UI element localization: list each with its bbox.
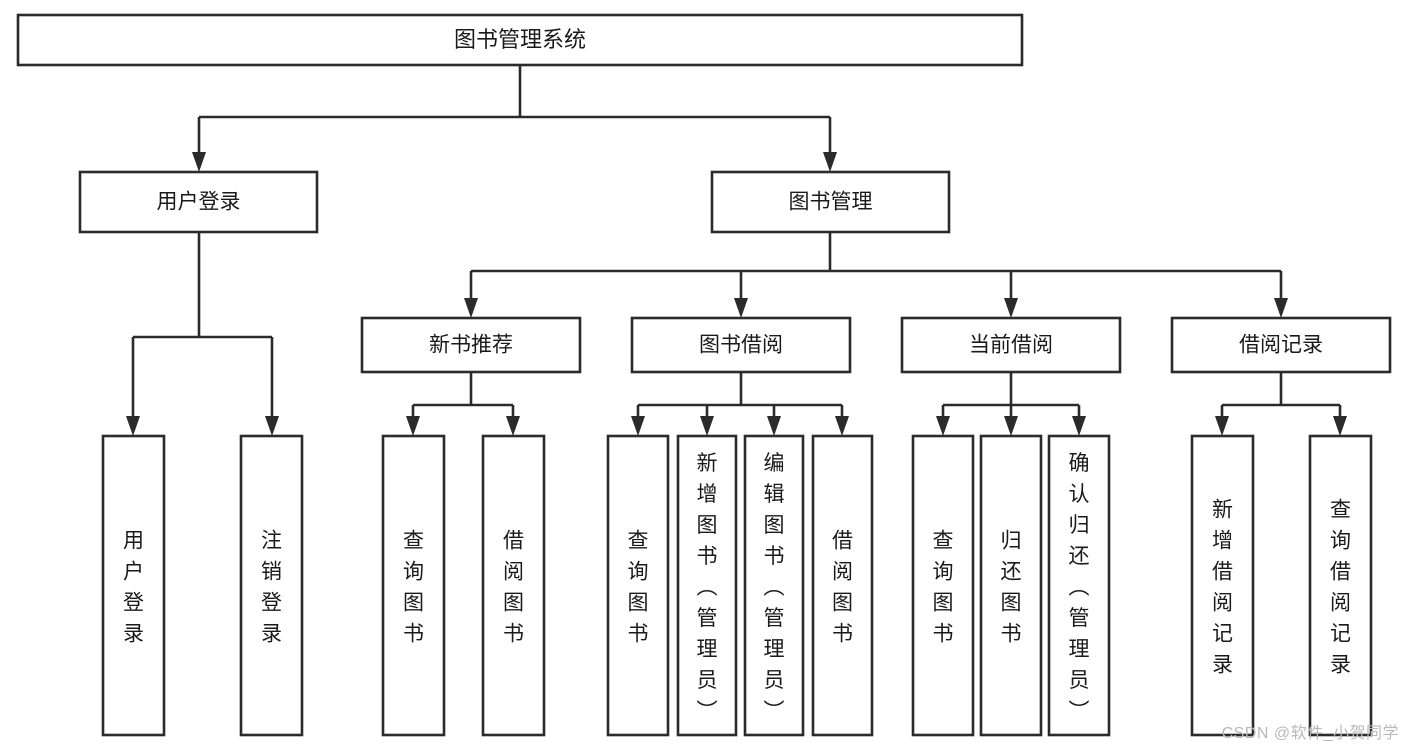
node-leaf_8[interactable]: 查询图书	[911, 434, 975, 737]
node-box[interactable]	[606, 434, 670, 737]
node-box[interactable]	[979, 434, 1043, 737]
node-leaf_4[interactable]: 查询图书	[606, 434, 670, 737]
node-layer: 图书管理系统用户登录图书管理新书推荐图书借阅当前借阅借阅记录用户登录注销登录查询…	[16, 13, 1392, 737]
node-box[interactable]	[900, 316, 1122, 374]
arrow-head-icon	[1215, 416, 1229, 436]
connector-group-borrow-record-to-leaves	[1215, 372, 1347, 436]
node-label: 新增图书︵管理员︶	[697, 452, 718, 723]
node-box[interactable]	[1190, 434, 1255, 737]
node-box[interactable]	[239, 434, 304, 737]
arrow-head-icon	[126, 416, 140, 436]
arrow-head-icon	[631, 416, 645, 436]
arrow-head-icon	[835, 416, 849, 436]
csdn-watermark: CSDN @软件_小贺同学	[1221, 725, 1399, 742]
connector-group-root-to-level1	[192, 65, 837, 172]
node-label: 借阅记录	[1239, 334, 1323, 357]
node-label: 查询借阅记录	[1330, 499, 1351, 677]
node-l1_1[interactable]: 图书管理	[710, 170, 951, 234]
arrow-head-icon	[700, 416, 714, 436]
node-box[interactable]	[811, 434, 874, 737]
arrow-head-icon	[1072, 416, 1086, 436]
node-leaf_6[interactable]: 编辑图书︵管理员︶	[743, 434, 805, 737]
node-box[interactable]	[101, 434, 166, 737]
node-label: 用户登录	[157, 191, 241, 214]
arrow-head-icon	[734, 298, 748, 318]
node-label: 新书推荐	[429, 334, 513, 357]
arrow-head-icon	[767, 416, 781, 436]
node-label: 借阅图书	[503, 530, 524, 646]
arrow-head-icon	[265, 416, 279, 436]
node-leaf_9[interactable]: 归还图书	[979, 434, 1043, 737]
node-leaf_0[interactable]: 用户登录	[101, 434, 166, 737]
connector-group-new-book-to-leaves	[406, 372, 520, 436]
node-leaf_10[interactable]: 确认归还︵管理员︶	[1047, 434, 1111, 737]
node-l1_0[interactable]: 用户登录	[78, 170, 319, 234]
node-box[interactable]	[481, 434, 546, 737]
node-box[interactable]	[743, 434, 805, 737]
node-leaf_5[interactable]: 新增图书︵管理员︶	[676, 434, 738, 737]
node-label: 归还图书	[1001, 530, 1022, 646]
node-box[interactable]	[710, 170, 951, 234]
arrow-head-icon	[192, 152, 206, 172]
node-label: 查询图书	[933, 530, 954, 646]
arrow-head-icon	[506, 416, 520, 436]
node-box[interactable]	[381, 434, 446, 737]
node-label: 借阅图书	[832, 530, 853, 646]
node-box[interactable]	[1308, 434, 1373, 737]
node-label: 图书借阅	[699, 334, 783, 357]
node-leaf_11[interactable]: 新增借阅记录	[1190, 434, 1255, 737]
node-leaf_12[interactable]: 查询借阅记录	[1308, 434, 1373, 737]
node-box[interactable]	[1170, 316, 1392, 374]
arrow-head-icon	[1333, 416, 1347, 436]
node-box[interactable]	[16, 13, 1024, 67]
connector-group-current-borrow-to-leaves	[936, 372, 1086, 436]
node-l2_0[interactable]: 新书推荐	[360, 316, 582, 374]
node-box[interactable]	[676, 434, 738, 737]
node-label: 用户登录	[123, 530, 144, 646]
node-box[interactable]	[1047, 434, 1111, 737]
node-box[interactable]	[78, 170, 319, 234]
node-l2_2[interactable]: 当前借阅	[900, 316, 1122, 374]
node-label: 新增借阅记录	[1212, 499, 1233, 677]
connector-layer	[126, 65, 1347, 436]
arrow-head-icon	[823, 152, 837, 172]
node-label: 当前借阅	[969, 334, 1053, 357]
node-box[interactable]	[630, 316, 852, 374]
node-leaf_1[interactable]: 注销登录	[239, 434, 304, 737]
node-label: 编辑图书︵管理员︶	[764, 452, 785, 723]
node-leaf_7[interactable]: 借阅图书	[811, 434, 874, 737]
node-label: 确认归还︵管理员︶	[1069, 452, 1090, 723]
node-box[interactable]	[360, 316, 582, 374]
node-label: 图书管理系统	[454, 27, 586, 52]
node-label: 注销登录	[261, 530, 282, 646]
node-l2_3[interactable]: 借阅记录	[1170, 316, 1392, 374]
node-label: 查询图书	[403, 530, 424, 646]
connector-group-book-manage-to-level2	[464, 232, 1288, 318]
arrow-head-icon	[936, 416, 950, 436]
node-leaf_3[interactable]: 借阅图书	[481, 434, 546, 737]
connector-group-borrow-to-leaves	[631, 372, 849, 436]
arrow-head-icon	[1004, 416, 1018, 436]
arrow-head-icon	[464, 298, 478, 318]
arrow-head-icon	[1004, 298, 1018, 318]
node-label: 查询图书	[628, 530, 649, 646]
node-box[interactable]	[911, 434, 975, 737]
node-l2_1[interactable]: 图书借阅	[630, 316, 852, 374]
node-label: 图书管理	[789, 191, 873, 214]
node-root[interactable]: 图书管理系统	[16, 13, 1024, 67]
arrow-head-icon	[406, 416, 420, 436]
node-leaf_2[interactable]: 查询图书	[381, 434, 446, 737]
arrow-head-icon	[1274, 298, 1288, 318]
connector-group-user-login-to-leaves	[126, 232, 279, 436]
